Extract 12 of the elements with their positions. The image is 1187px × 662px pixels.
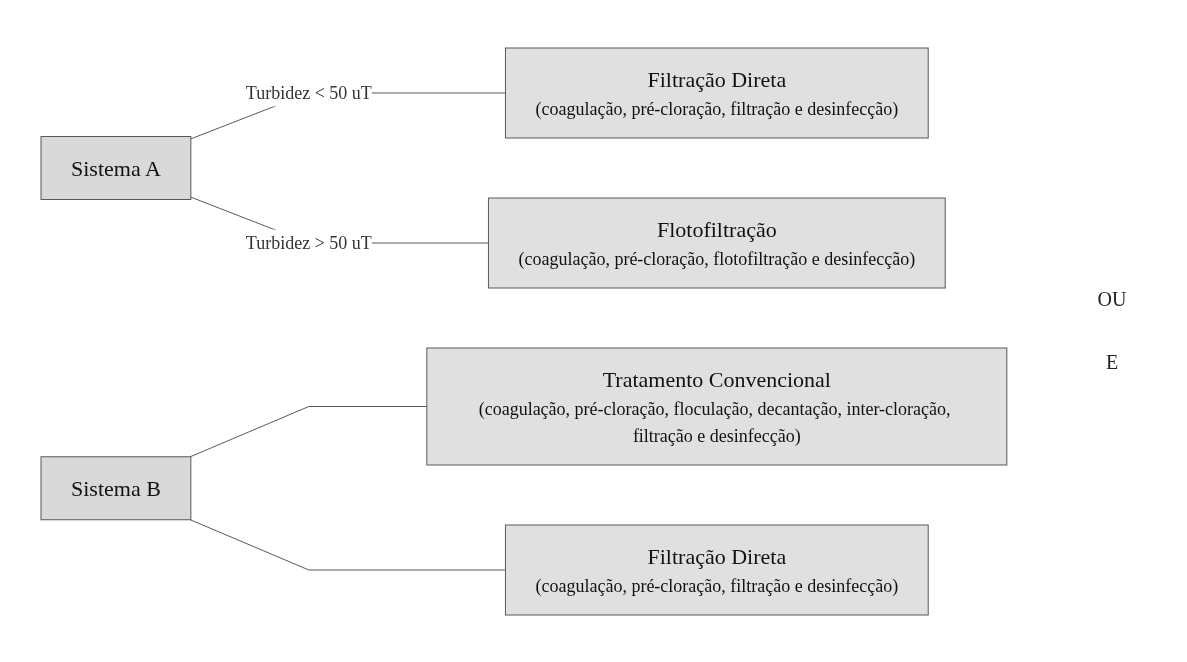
connector [189,518,506,570]
connector-word: OU [1096,288,1128,311]
node-box: Sistema A [40,135,191,200]
node-box: Flotofiltração (coagulação, pré-cloração, flotofiltração e desinfecção) [487,197,946,288]
edge-label: Turbidez < 50 uT [245,82,372,102]
connector-word: E [1104,351,1120,374]
node-box: Tratamento Convencional (coagulação, pré-cloração, floculação, decantação, inter-cloração, filtração e desinfecção) [425,347,1007,465]
edge-label: Turbidez > 50 uT [245,232,372,252]
node-box: Sistema B [40,455,191,520]
node-box: Filtração Direta (coagulação, pré-cloração, filtração e desinfecção) [504,524,929,615]
connector [189,405,427,457]
node-box: Filtração Direta (coagulação, pré-cloração, filtração e desinfecção) [504,47,929,138]
